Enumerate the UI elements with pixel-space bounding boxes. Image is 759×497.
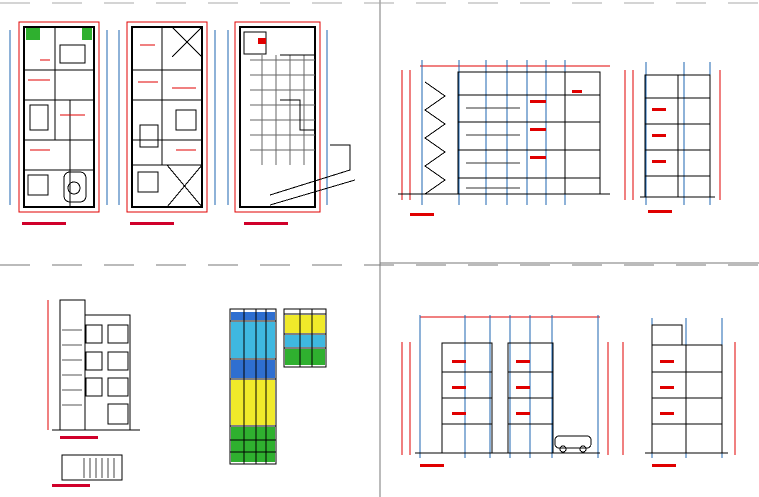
ground-floor-plan — [9, 21, 108, 225]
section-b — [401, 315, 609, 467]
schedule-tables-panel — [229, 308, 327, 465]
section-cross — [624, 62, 721, 213]
typical-floor-plan — [118, 21, 216, 225]
facade-detail — [52, 454, 123, 487]
floor-plans-panel — [9, 21, 356, 225]
roof-plan — [227, 21, 356, 225]
section-c — [622, 318, 736, 467]
front-elevation-panel — [47, 299, 140, 487]
section-long — [398, 60, 610, 216]
facade — [47, 299, 140, 439]
section-elevations-panel — [401, 315, 736, 467]
longitudinal-section-panel — [398, 60, 721, 216]
schedule-main — [229, 308, 277, 465]
schedule-secondary — [283, 308, 327, 368]
